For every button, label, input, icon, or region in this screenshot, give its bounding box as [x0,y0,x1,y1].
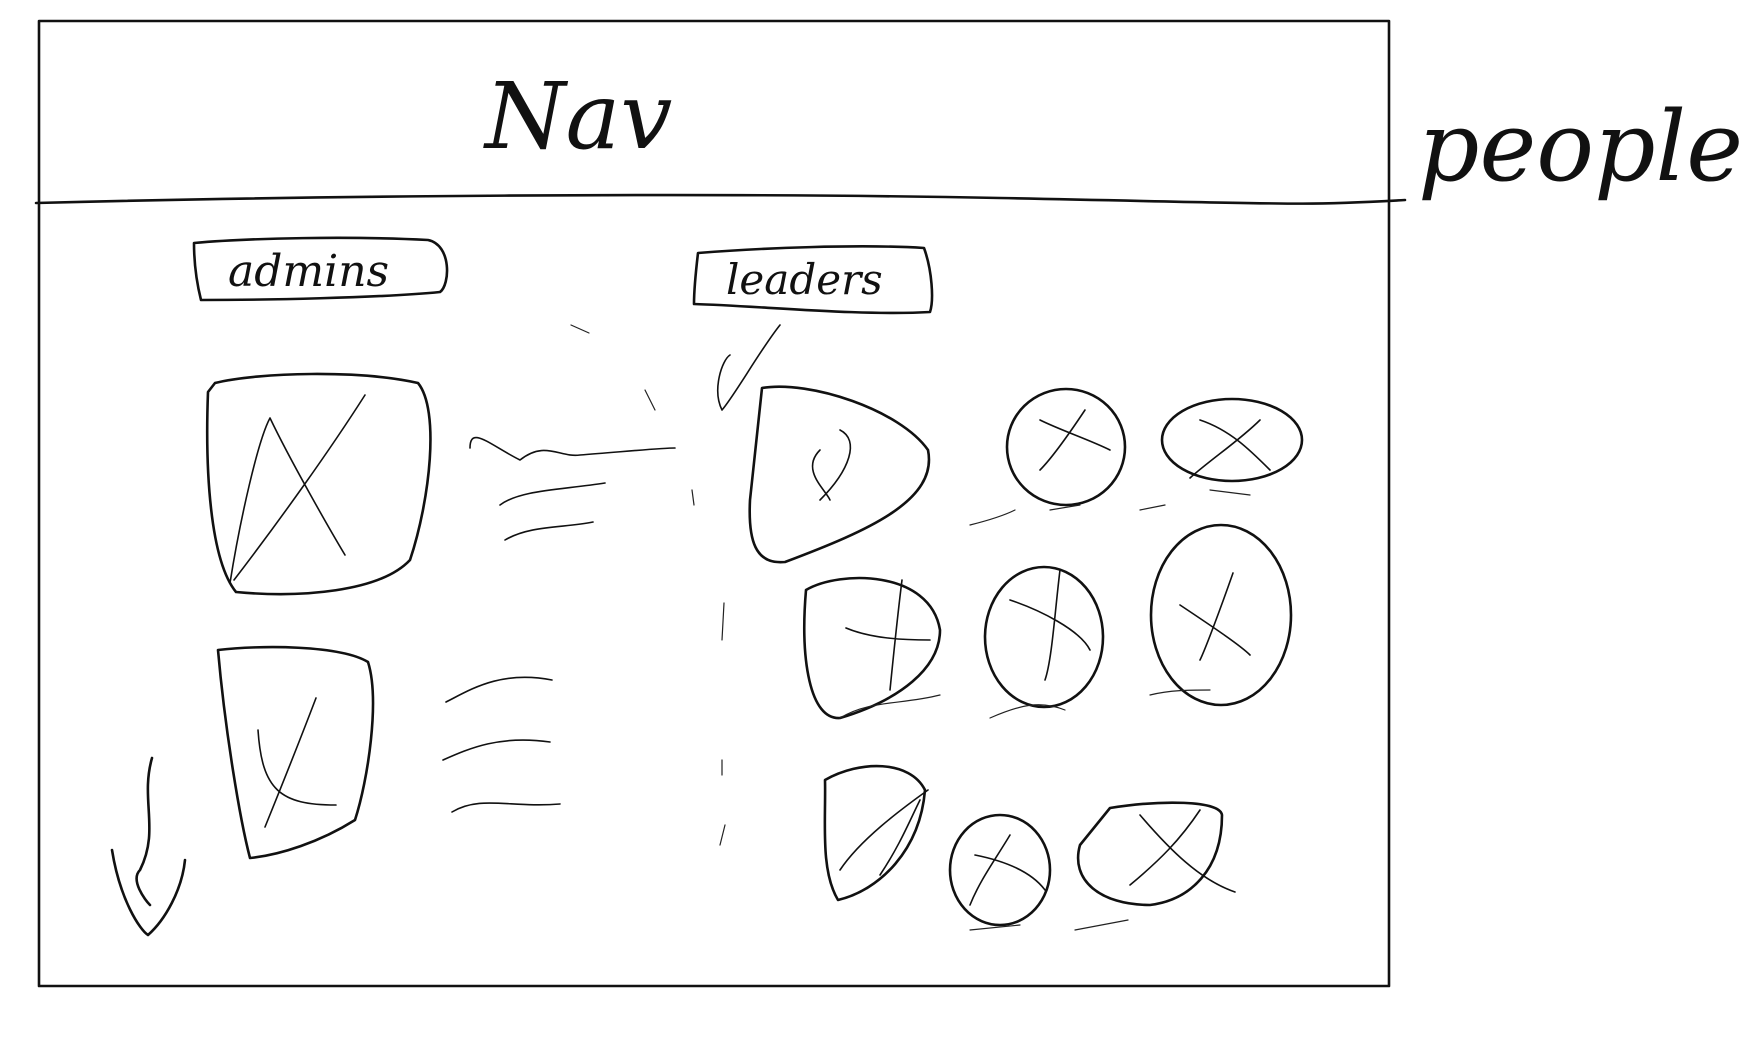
admins-tab-label: admins [228,246,389,297]
avatar-caption-strokes [839,489,1251,931]
x-cross-placeholder-icon [1009,569,1091,681]
leader-avatar[interactable] [823,764,929,902]
admin-card-2[interactable] [216,645,561,860]
column-divider [691,489,726,846]
down-arrow-icon[interactable] [110,756,187,937]
leader-avatar-frame [1160,397,1304,483]
admins-tab-outline [192,236,449,302]
admins-tab[interactable]: admins [192,236,449,302]
leader-avatar[interactable] [748,385,931,564]
leader-avatar[interactable] [948,813,1052,927]
leader-avatar-frame [948,813,1052,927]
leader-avatar[interactable] [1149,523,1293,707]
admin-card-2-image [216,645,375,860]
admin-card-2-text-line-1 [445,676,553,703]
leader-avatar-frame [1149,523,1293,707]
x-cross-placeholder-icon [845,579,931,691]
x-cross-placeholder-icon [1039,409,1111,471]
divider-dash-1 [570,324,590,334]
x-cross-placeholder-icon [229,394,366,584]
leaders-tab-label: leaders [726,255,883,304]
leader-avatar[interactable] [1160,397,1304,483]
nav-label: Nav [483,63,672,170]
leader-avatar-frame [803,576,942,720]
admin-card-1-text-line-3 [504,521,594,541]
x-cross-placeholder-icon [839,789,929,876]
leaders-tab-outline [692,245,934,315]
leaders-tab[interactable]: leaders [692,245,934,315]
admin-card-1-text-line-2 [499,482,606,506]
leader-avatar-frame [983,565,1105,709]
leader-avatar[interactable] [983,565,1105,709]
x-cross-placeholder-icon [1189,419,1271,479]
x-cross-placeholder-icon [969,834,1046,906]
admin-card-1-image [205,372,432,596]
divider-dash-2 [644,389,656,411]
x-cross-placeholder-icon [257,697,337,828]
people-label: people [1418,91,1743,203]
admin-card-2-text-line-3 [451,802,561,813]
leader-avatar-frame [823,764,927,902]
leader-avatar[interactable] [803,576,942,720]
leader-avatar-frame [1076,801,1224,907]
x-cross-placeholder-icon [1129,809,1236,893]
admin-card-1[interactable] [205,372,676,596]
leaders-grid [748,385,1304,927]
leader-avatar-frame [748,385,931,564]
x-cross-placeholder-icon [811,429,852,501]
leader-avatar[interactable] [1005,387,1127,507]
leader-avatar[interactable] [1076,801,1236,907]
admin-card-2-text-line-2 [442,739,551,761]
admin-card-1-text-line-1 [469,436,676,461]
leaders-tab-pointer [717,324,781,411]
x-cross-placeholder-icon [1179,572,1251,661]
page-frame [37,19,1391,988]
leader-avatar-frame [1005,387,1127,507]
header-divider [34,193,1407,205]
